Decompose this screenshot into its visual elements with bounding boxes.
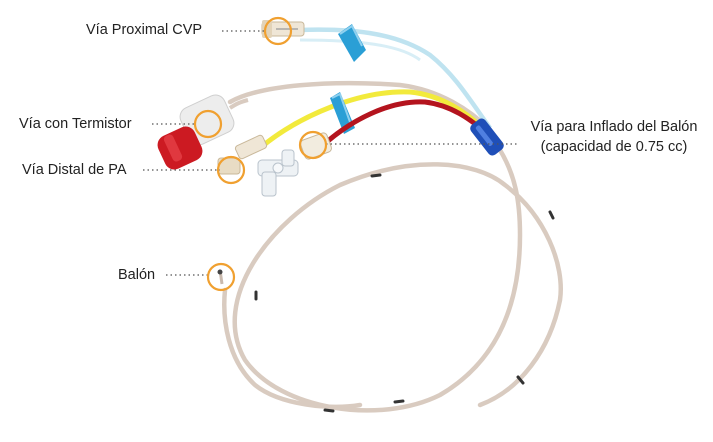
leader-lines (143, 30, 518, 276)
proximal-cvp-line (261, 20, 492, 130)
balloon-inflation-line (257, 99, 494, 197)
label-balloon-inflation: Vía para Inflado del Balón (capacidad de… (520, 119, 708, 156)
label-distal-pa: Vía Distal de PA (22, 162, 127, 178)
callout-ring-proximal (263, 16, 293, 46)
callout-icon (193, 16, 328, 292)
label-balloon-inflation-line2: (capacidad de 0.75 cc) (540, 139, 688, 155)
catheter-markings (254, 173, 555, 413)
callout-ring-thermistor (193, 109, 223, 139)
callout-ring-balloon (206, 262, 236, 292)
balloon-tip (217, 269, 224, 285)
label-proximal-cvp: Vía Proximal CVP (86, 22, 203, 38)
proximal-connector-hub (261, 20, 305, 38)
thermistor-connector (157, 94, 249, 170)
catheter-body (222, 80, 563, 413)
callout-ring-balloon-inflation (298, 130, 328, 160)
label-thermistor: Vía con Termistor (19, 116, 132, 132)
proximal-clamp (338, 24, 366, 62)
label-balloon-inflation-line1: Vía para Inflado del Balón (530, 119, 698, 135)
callout-ring-distal (216, 155, 246, 185)
catheter-junction (470, 118, 504, 156)
label-balloon: Balón (118, 267, 156, 283)
stopcock-icon (257, 149, 299, 197)
